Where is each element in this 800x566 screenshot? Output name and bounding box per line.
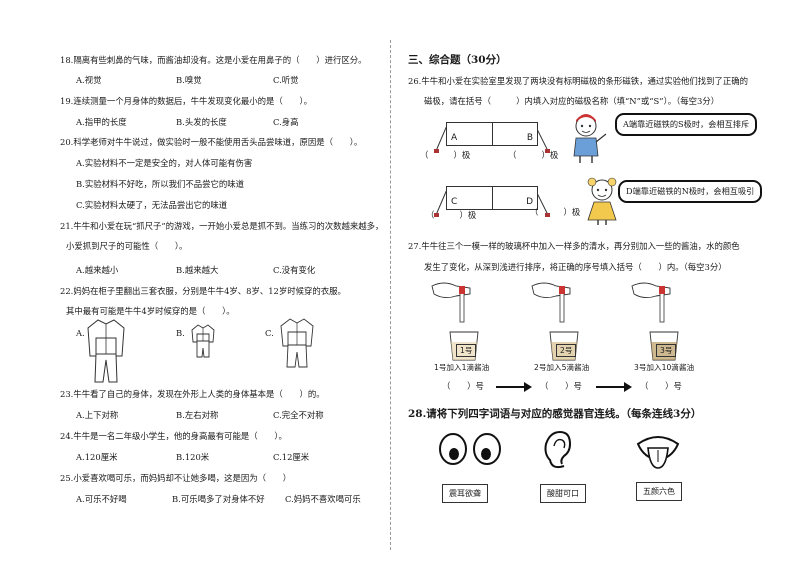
q23-text: 23.牛牛看了自己的身体，发现在外形上人类的身体基本是（ ）的。 xyxy=(60,389,325,399)
q19-option-b: B.头发的长度 xyxy=(176,117,227,127)
q22-option-a: A. xyxy=(76,328,85,338)
q25-text: 25.小爱喜欢喝可乐，而妈妈却不让她多喝，这是因为（ ） xyxy=(60,473,292,483)
girl-icon xyxy=(587,177,617,225)
eyes-icon xyxy=(439,433,501,465)
q21-option-b: B.越来越大 xyxy=(176,265,219,275)
q19-text: 19.连续测量一个月身体的数据后，牛牛发现变化最小的是（ ）。 xyxy=(60,96,312,106)
outfit-large-icon xyxy=(87,319,125,383)
q22-option-b: B. xyxy=(176,328,185,338)
q18-option-a: A.视觉 xyxy=(76,75,102,85)
cup-3-caption: 3号加入10滴酱油 xyxy=(634,363,695,372)
cup-1-caption: 1号加入1滴酱油 xyxy=(434,363,490,372)
q27-blank-2: （ ）号 xyxy=(540,381,582,391)
q19-option-a: A.指甲的长度 xyxy=(76,117,127,127)
q20-option-a: A.实验材料不一定是安全的，对人体可能有伤害 xyxy=(76,158,253,168)
word-box-2: 酸甜可口 xyxy=(540,484,586,503)
q26-blank-1: （ ）极 xyxy=(420,150,471,160)
word-box-3: 五颜六色 xyxy=(636,482,682,501)
pole-a-label: A xyxy=(451,133,458,143)
magnet-cd: C D xyxy=(446,186,538,210)
q18-option-c: C.听觉 xyxy=(273,75,299,85)
q26-text-line2: 磁极，请在括号（ ）内填入对应的磁极名称（填“N”或“S”）。（每空3分） xyxy=(424,96,720,106)
pole-d-label: D xyxy=(526,197,533,207)
word-box-1: 震耳欲聋 xyxy=(442,484,488,503)
q21-option-a: A.越来越小 xyxy=(76,265,119,275)
pole-c-label: C xyxy=(451,197,458,207)
q26-speech-bubble-1: A端靠近磁铁的S极时，会相互排斥 xyxy=(615,113,758,136)
q23-option-c: C.完全不对称 xyxy=(273,410,324,420)
q26-blank-4: （ ）极 xyxy=(530,207,581,217)
q27-text-line1: 27.牛牛往三个一模一样的玻璃杯中加入一样多的清水，再分别加入一些的酱油，水的颜… xyxy=(408,241,740,251)
q23-option-a: A.上下对称 xyxy=(76,410,119,420)
q27-blank-3: （ ）号 xyxy=(640,381,682,391)
q27-text-line2: 发生了变化，从深到浅进行排序，将正确的序号填入括号（ ）内。（每空3分） xyxy=(424,262,727,272)
q18-option-b: B.嗅觉 xyxy=(176,75,202,85)
q22-option-c: C. xyxy=(265,328,274,338)
q26-speech-bubble-2: D端靠近磁铁的N极时，会相互吸引 xyxy=(618,180,763,203)
q24-option-a: A.120厘米 xyxy=(76,452,118,462)
q26-text-line1: 26.牛牛和小爱在实验室里发现了两块没有标明磁极的条形磁铁，通过实验他们找到了正… xyxy=(408,76,748,86)
q28-text: 28.请将下列四字词语与对应的感觉器官连线。（每条连线3分） xyxy=(408,408,702,420)
q21-option-c: C.没有变化 xyxy=(273,265,316,275)
cup-2-caption: 2号加入5滴酱油 xyxy=(534,363,590,372)
q21-text-line1: 21.牛牛和小爱在玩“抓尺子”的游戏，一开始小爱总是抓不到。当练习的次数越来越多… xyxy=(60,221,384,231)
q25-option-c: C.妈妈不喜欢喝可乐 xyxy=(285,494,361,504)
outfit-medium-icon xyxy=(280,318,314,368)
q20-option-c: C.实验材料太硬了，无法品尝出它的味道 xyxy=(76,200,228,210)
cup-3-label: 3号 xyxy=(656,344,677,357)
q24-option-b: B.120米 xyxy=(176,452,210,462)
q25-option-a: A.可乐不好喝 xyxy=(76,494,127,504)
q19-option-c: C.身高 xyxy=(273,117,299,127)
q27-blank-1: （ ）号 xyxy=(442,381,484,391)
q25-option-b: B.可乐喝多了对身体不好 xyxy=(172,494,265,504)
q26-blank-3: （ ）极 xyxy=(426,210,477,220)
q21-text-line2: 小爱抓到尺子的可能性（ ）。 xyxy=(66,241,188,251)
cup-2-label: 2号 xyxy=(556,344,577,357)
section-title: 三、综合题（30分） xyxy=(408,54,507,66)
q22-text-line2: 其中最有可能是牛牛4岁时候穿的是（ ）。 xyxy=(66,306,235,316)
mouth-tongue-icon xyxy=(636,436,680,469)
arrow-right-icon xyxy=(596,382,632,392)
pole-b-label: B xyxy=(526,133,533,143)
q26-blank-2: （ ）极 xyxy=(508,150,559,160)
magnet-ab: A B xyxy=(446,122,538,146)
cup-1-label: 1号 xyxy=(456,344,477,357)
arrow-right-icon xyxy=(496,382,532,392)
q23-option-b: B.左右对称 xyxy=(176,410,219,420)
column-divider xyxy=(390,40,391,550)
q22-text-line1: 22.妈妈在柜子里翻出三套衣服，分别是牛牛4岁、8岁、12岁时候穿的衣服。 xyxy=(60,286,346,296)
ear-icon xyxy=(544,430,572,469)
q18-text: 18.隔离有些刺鼻的气味，而酱油却没有。这是小爱在用鼻子的（ ）进行区分。 xyxy=(60,55,367,65)
outfit-small-icon xyxy=(191,324,215,358)
q24-option-c: C.12厘米 xyxy=(273,452,310,462)
q20-option-b: B.实验材料不好吃，所以我们不品尝它的味道 xyxy=(76,179,244,189)
q24-text: 24.牛牛是一名二年级小学生，他的身高最有可能是（ ）。 xyxy=(60,431,287,441)
boy-icon xyxy=(573,114,607,163)
q20-text: 20.科学老师对牛牛说过，做实验时一般不能使用舌头品尝味道，原因是（ ）。 xyxy=(60,137,363,147)
